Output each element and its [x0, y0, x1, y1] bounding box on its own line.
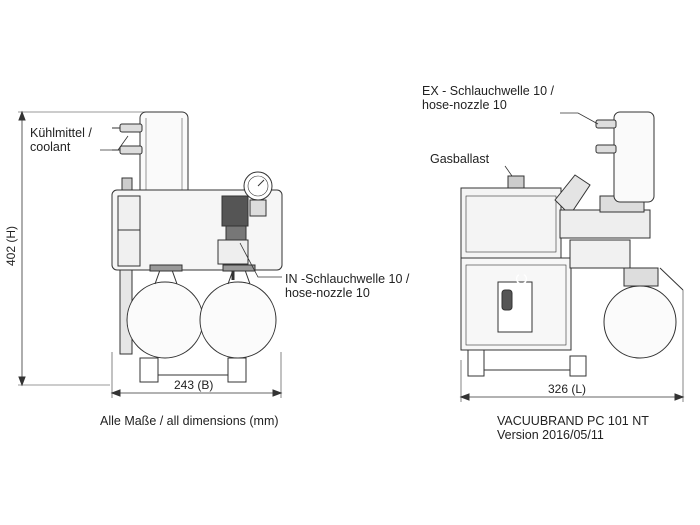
coolant-label-en: coolant — [30, 140, 71, 154]
exhaust-label-de: EX - Schlauchwelle 10 / — [422, 84, 555, 98]
dimensions-note: Alle Maße / all dimensions (mm) — [100, 414, 279, 428]
height-dimension: 402 (H) — [4, 225, 18, 266]
inlet-label-de: IN -Schlauchwelle 10 / — [285, 272, 410, 286]
product-name: VACUUBRAND PC 101 NT — [497, 414, 649, 428]
coolant-label-de: Kühlmittel / — [30, 126, 92, 140]
version-label: Version 2016/05/11 — [497, 428, 604, 442]
inlet-label-en: hose-nozzle 10 — [285, 286, 370, 300]
length-dimension: 326 (L) — [548, 382, 587, 396]
gasballast-label: Gasballast — [430, 152, 490, 166]
width-dimension: 243 (B) — [174, 378, 214, 392]
side-view-pump — [459, 111, 685, 402]
exhaust-label-en: hose-nozzle 10 — [422, 98, 507, 112]
nameplate-text: 2C — [514, 273, 531, 294]
front-view-pump — [18, 110, 283, 398]
